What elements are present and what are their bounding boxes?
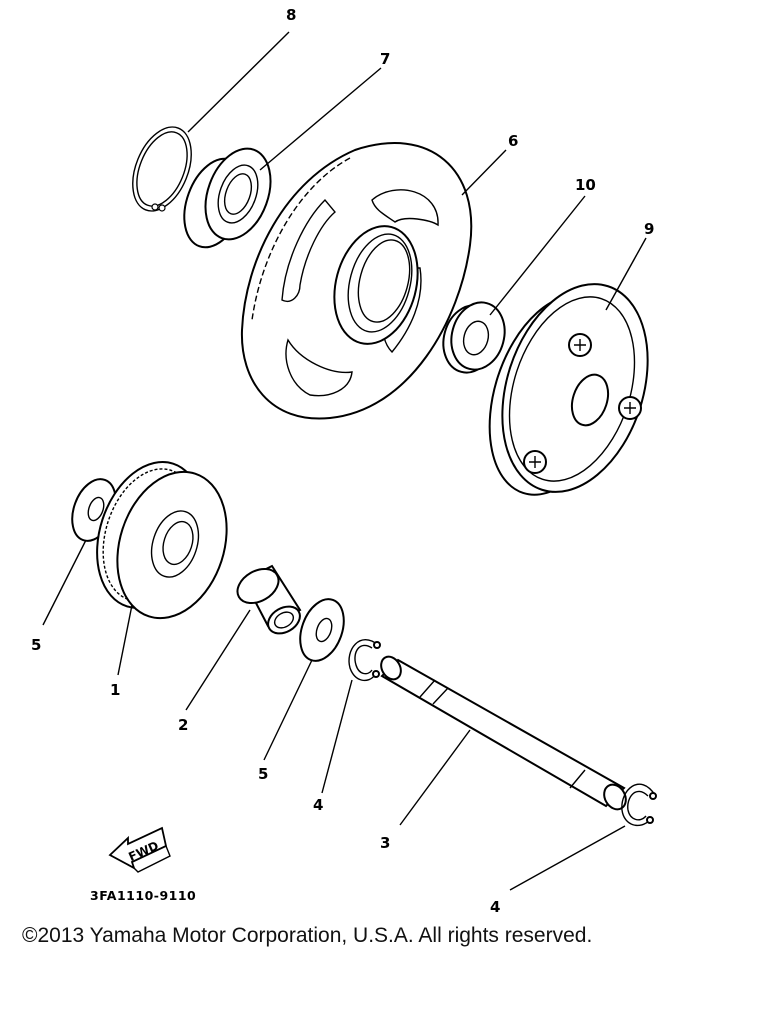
callout-8: 8	[286, 6, 296, 24]
fwd-arrow-icon: FWD	[108, 826, 171, 873]
bearing-icon	[183, 147, 272, 249]
washer-icon	[299, 598, 345, 662]
spacer-icon	[442, 301, 506, 374]
callout-1: 1	[110, 681, 120, 699]
callout-4b: 4	[490, 898, 500, 916]
copyright-notice: ©2013 Yamaha Motor Corporation, U.S.A. A…	[22, 924, 593, 947]
callout-10: 10	[575, 176, 596, 194]
one-way-clutch-icon	[488, 283, 649, 496]
shaft-icon	[380, 655, 627, 811]
circlip-icon	[348, 639, 381, 682]
snap-ring-icon	[132, 126, 192, 212]
callout-5b: 5	[258, 765, 268, 783]
starter-wheel-gear-icon	[240, 142, 473, 420]
callout-4a: 4	[313, 796, 323, 814]
callout-3: 3	[380, 834, 390, 852]
circlip-icon	[621, 783, 657, 827]
callout-6: 6	[508, 132, 518, 150]
drive-gear-icon	[96, 461, 228, 620]
callout-2: 2	[178, 716, 188, 734]
callout-7: 7	[380, 50, 390, 68]
diagram-code: 3FA1110-9110	[90, 888, 196, 903]
leader-lines	[42, 31, 647, 891]
callout-5a: 5	[31, 636, 41, 654]
callout-9: 9	[644, 220, 654, 238]
needle-bearing-icon	[236, 564, 302, 635]
